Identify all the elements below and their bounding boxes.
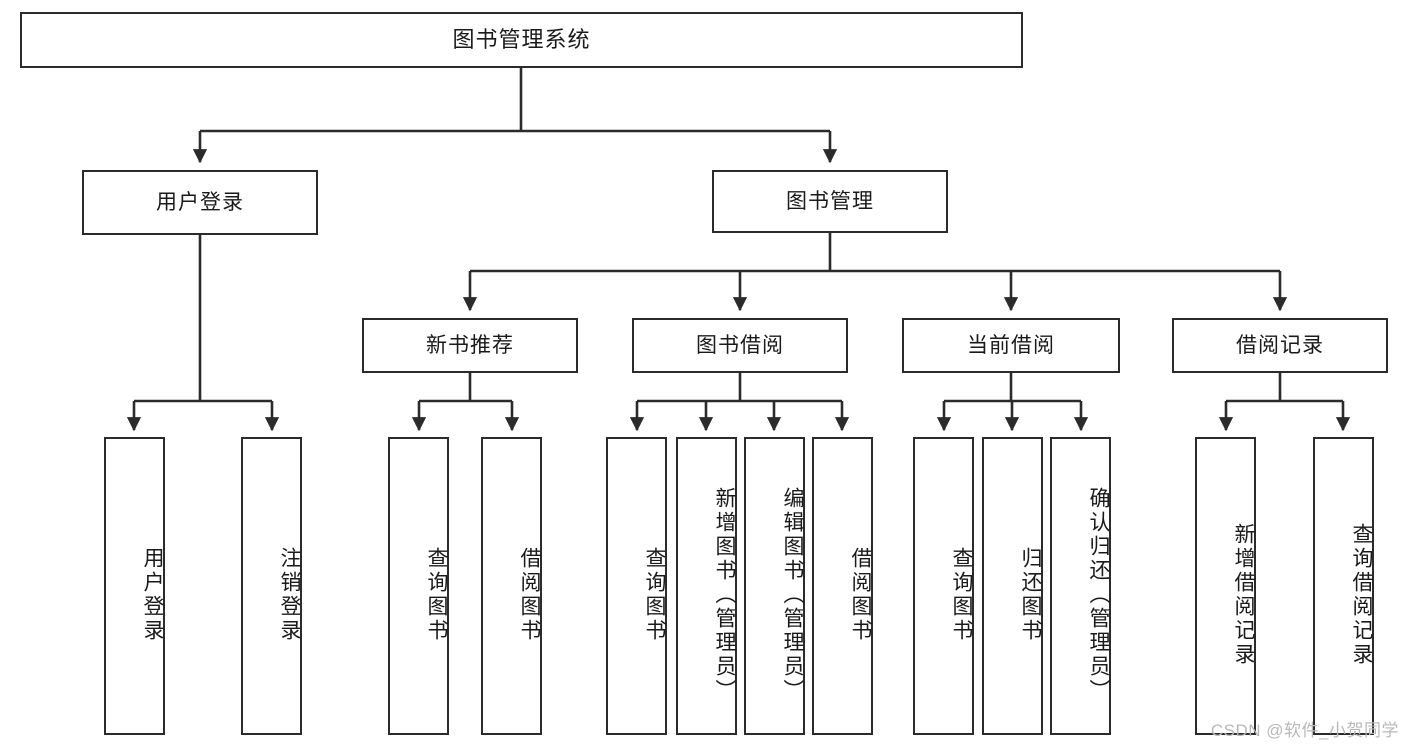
- leaf-current-borrow-3[interactable]: 确认归还（管理员）: [1050, 437, 1111, 735]
- leaf-book-borrow-2-label: 新增图书（管理员）: [713, 487, 736, 703]
- node-book-manage[interactable]: 图书管理: [712, 170, 948, 233]
- leaf-book-borrow-1[interactable]: 查询图书: [606, 437, 667, 735]
- leaf-book-borrow-3-label: 编辑图书（管理员）: [781, 487, 804, 703]
- node-new-book-recommend[interactable]: 新书推荐: [362, 318, 578, 373]
- node-current-borrow[interactable]: 当前借阅: [902, 318, 1120, 373]
- node-root-label: 图书管理系统: [452, 26, 591, 52]
- leaf-borrow-record-2-label: 查询借阅记录: [1350, 523, 1373, 667]
- leaf-borrow-record-1-label: 新增借阅记录: [1232, 523, 1255, 667]
- leaf-current-borrow-1[interactable]: 查询图书: [913, 437, 974, 735]
- leaf-borrow-record-1[interactable]: 新增借阅记录: [1195, 437, 1256, 735]
- node-user-login[interactable]: 用户登录: [82, 170, 318, 235]
- node-new-book-recommend-label: 新书推荐: [426, 333, 514, 357]
- node-book-borrow-label: 图书借阅: [696, 333, 784, 357]
- node-borrow-record[interactable]: 借阅记录: [1172, 318, 1388, 373]
- leaf-book-borrow-2[interactable]: 新增图书（管理员）: [676, 437, 737, 735]
- leaf-current-borrow-2[interactable]: 归还图书: [982, 437, 1043, 735]
- leaf-book-borrow-3[interactable]: 编辑图书（管理员）: [744, 437, 805, 735]
- node-user-login-label: 用户登录: [156, 190, 244, 214]
- node-root[interactable]: 图书管理系统: [20, 12, 1023, 68]
- leaf-book-borrow-1-label: 查询图书: [643, 547, 666, 643]
- leaf-user-login-2-label: 注销登录: [278, 547, 301, 643]
- leaf-user-login-1-label: 用户登录: [141, 547, 164, 643]
- node-current-borrow-label: 当前借阅: [967, 333, 1055, 357]
- leaf-book-borrow-4[interactable]: 借阅图书: [812, 437, 873, 735]
- leaf-new-book-2[interactable]: 借阅图书: [481, 437, 542, 735]
- leaf-new-book-1-label: 查询图书: [425, 547, 448, 643]
- leaf-new-book-2-label: 借阅图书: [518, 547, 541, 643]
- node-book-borrow[interactable]: 图书借阅: [632, 318, 848, 373]
- node-book-manage-label: 图书管理: [786, 189, 874, 213]
- leaf-book-borrow-4-label: 借阅图书: [849, 547, 872, 643]
- leaf-current-borrow-3-label: 确认归还（管理员）: [1087, 487, 1110, 703]
- leaf-current-borrow-2-label: 归还图书: [1019, 547, 1042, 643]
- leaf-user-login-1[interactable]: 用户登录: [104, 437, 165, 735]
- node-borrow-record-label: 借阅记录: [1236, 333, 1324, 357]
- leaf-new-book-1[interactable]: 查询图书: [388, 437, 449, 735]
- leaf-borrow-record-2[interactable]: 查询借阅记录: [1313, 437, 1374, 735]
- leaf-current-borrow-1-label: 查询图书: [950, 547, 973, 643]
- leaf-user-login-2[interactable]: 注销登录: [241, 437, 302, 735]
